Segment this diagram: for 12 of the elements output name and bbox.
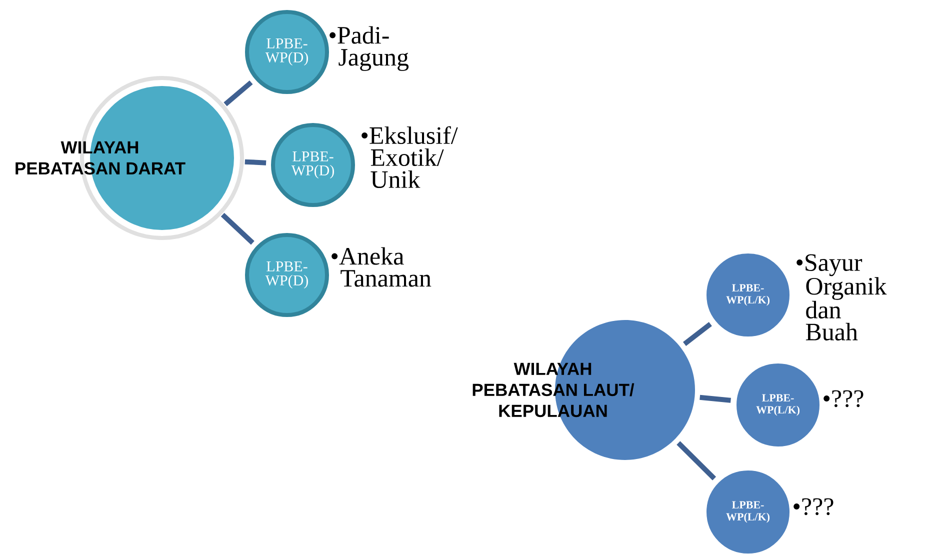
bullet-text: •Ekslusif/ Exotik/ Unik [362, 126, 458, 188]
connector-line [224, 80, 253, 106]
bullet-text: •??? [824, 390, 864, 408]
connector-line [683, 322, 712, 346]
bullet-text: •Sayur Organik dan Buah [796, 254, 887, 340]
bullet-text: •Aneka Tanaman [332, 247, 432, 287]
connector-line [700, 394, 731, 403]
connector-line [244, 159, 266, 166]
bullet-text: •??? [794, 498, 834, 516]
connector-line [676, 441, 716, 480]
bullet-text: •Padi-Jagung [330, 26, 409, 71]
connector-line [220, 212, 254, 245]
